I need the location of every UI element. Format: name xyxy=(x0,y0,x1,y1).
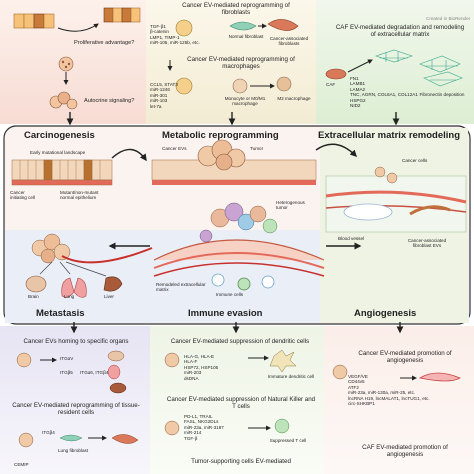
panel-bottom-right xyxy=(324,326,474,474)
dendritic-markers: HLA-G, HLA-E HLA-F HSP72, HSP105 miR-203… xyxy=(184,354,219,381)
bottom-mid-icons xyxy=(164,349,297,436)
liver-icon xyxy=(103,276,123,292)
itg-b4-label: ITGβ4 xyxy=(42,430,55,435)
panel-bottom-mid xyxy=(150,326,324,474)
cemip-label: CEMIP xyxy=(14,462,29,467)
caf-label-small: CAF xyxy=(326,82,336,87)
caf-ecm-title: CAF EV-mediated degradation and remodeli… xyxy=(335,24,465,38)
panel-bottom-left xyxy=(0,326,150,474)
early-landscape-label: Early mutational landscape xyxy=(30,150,86,155)
brain-label: Brain xyxy=(28,294,39,299)
t-cell-icon xyxy=(274,418,290,434)
itg-b5-label: ITGβ5 xyxy=(60,370,73,375)
nk-t-suppression-title: Cancer EV-mediated suppression of Natura… xyxy=(166,396,316,410)
metastasis-cluster xyxy=(31,233,153,264)
dendritic-suppression-title: Cancer EV-mediated suppression of dendri… xyxy=(170,338,310,345)
caf-label: Cancer-associated fibroblasts xyxy=(269,36,309,47)
ecm-mesh-icons xyxy=(375,49,463,87)
ecm-title: Extracellular matrix remodeling xyxy=(318,130,461,141)
dendritic-cell-icon xyxy=(269,349,297,373)
tumor-illustration xyxy=(151,139,317,185)
suppressed-t-label: Suppressed T cell xyxy=(269,438,307,443)
nk-t-markers: PD-L1, TRAIL FASL, NKG2DLs miR-23a, miR-… xyxy=(184,414,224,441)
blood-vessel-label: Blood vessel xyxy=(338,236,365,241)
fibroblast-reprogramming-title: Cancer EV-mediated reprogramming of fibr… xyxy=(182,2,290,16)
fibronectin-label: Fibronectin deposition xyxy=(419,92,465,97)
macrophage-reprogramming-title: Cancer EV-mediated reprogramming of macr… xyxy=(187,56,295,70)
caf-angiogenesis-title: CAF EV-mediated promotion of angiogenesi… xyxy=(362,444,448,458)
epithelium-row-left xyxy=(11,159,113,186)
lung-fibroblast-label: Lung fibroblast xyxy=(58,448,89,453)
bottom-left-icons xyxy=(16,350,139,448)
organ-icons xyxy=(25,261,123,298)
mutant-epithelium-label: Mutant/non-mutant normal epithelium xyxy=(60,190,99,201)
brain-icon xyxy=(25,275,47,293)
carcinogenesis-title: Carcinogenesis xyxy=(24,130,95,141)
tumor-label: Tumor xyxy=(250,146,264,151)
tissue-resident-title: Cancer EV-mediated reprogramming of tiss… xyxy=(12,402,140,416)
immune-cells-label: Immune cells xyxy=(216,292,244,297)
ecm-remodeling-illustration xyxy=(325,166,467,233)
liver-label: Liver xyxy=(104,294,114,299)
remodeled-ecm-label: Remodeled extracellular matrix xyxy=(156,282,206,293)
fibroblast-markers: TGF-β1 β-catenin LMP1, TIMP-1 miR-105, m… xyxy=(150,24,200,46)
tumor-supporting-title: Tumor-supporting cells EV-mediated xyxy=(191,458,291,465)
itg-av-label: ITGαV xyxy=(60,356,74,361)
panel-top-right xyxy=(316,0,474,124)
credit: Created in BioRender xyxy=(426,16,471,21)
caf-evs-label: Cancer-associated fibroblast EVs xyxy=(407,238,447,249)
heterogeneous-tumor xyxy=(153,202,325,291)
epithelium-cells-top xyxy=(13,7,141,29)
fibroblast-icons xyxy=(167,19,299,95)
angiogenesis-title: Angiogenesis xyxy=(354,308,417,319)
blood-vessel-icon xyxy=(343,203,393,221)
itg-a6b4-label: ITGα6, ITGβ4 xyxy=(80,370,109,375)
m2-label: M2 macrophage xyxy=(277,96,311,101)
homing-title: Cancer EVs homing to specific organs xyxy=(23,338,129,345)
lung-icon xyxy=(61,277,87,298)
angiogenesis-markers: VEGF/VE CD44v5 ATF2 miR-23a, miR-130a, m… xyxy=(348,374,430,407)
monocyte-label: Monocyte or M0/M1 macrophage xyxy=(224,96,266,107)
metabolic-title: Metabolic reprogramming xyxy=(162,130,279,141)
lung-label: Lung xyxy=(64,294,75,299)
bottom-right-icons xyxy=(332,364,461,382)
autocrine-question: Autocrine signaling? xyxy=(84,98,135,104)
cancer-evs-label: Cancer EVs xyxy=(162,146,187,151)
ev-cluster-icon xyxy=(49,56,78,110)
caf-cell-icon xyxy=(325,68,347,80)
macrophage-markers: CCL5, STAT3 miR-1246 miR-301 miR-103 let… xyxy=(150,82,178,109)
vessel-sprout-icon xyxy=(418,372,461,382)
immature-dc-label: Immature dendritic cell xyxy=(267,374,315,379)
cancer-cells-label: Cancer cells xyxy=(402,158,428,163)
ecm-markers: FN1 LAMB1 LAMA2 TNC, AGRN, COL6A1, COL12… xyxy=(350,76,418,109)
normal-fibroblast-label: Normal fibroblast xyxy=(228,34,264,39)
heterogenous-label: Heterogenous tumor xyxy=(276,200,305,211)
immune-evasion-title: Immune evasion xyxy=(188,308,263,319)
metastasis-title: Metastasis xyxy=(36,308,85,319)
proliferative-question: Proliferative advantage? xyxy=(74,40,135,46)
initiating-cell-label: Cancer initiating cell xyxy=(10,190,36,201)
angiogenesis-promotion-title: Cancer EV-mediated promotion of angiogen… xyxy=(358,350,452,364)
